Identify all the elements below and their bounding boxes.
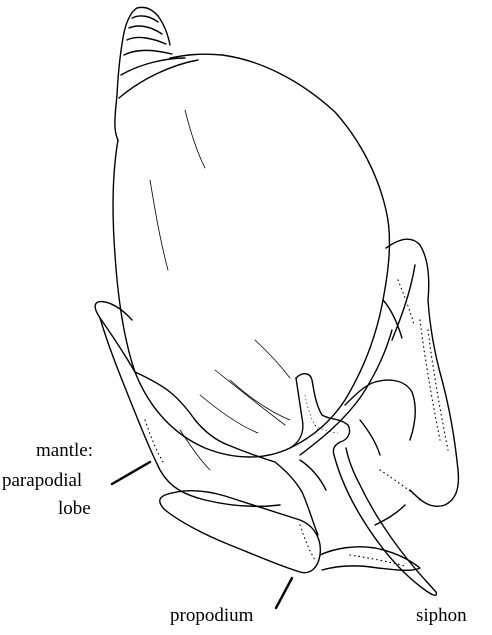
label-propodium: propodium xyxy=(170,605,253,626)
shell-body-whorl xyxy=(113,54,392,457)
siphon xyxy=(290,374,436,596)
leader-line-propodium xyxy=(276,578,292,608)
right-parapodial-lobe xyxy=(345,239,458,525)
spire xyxy=(115,7,198,140)
foot-propodium xyxy=(160,460,420,573)
stipple-shading xyxy=(145,280,448,566)
label-mantle: mantle: xyxy=(36,440,93,461)
label-lobe: lobe xyxy=(58,498,91,519)
label-parapodial: parapodial xyxy=(2,470,82,491)
left-parapodial-lobe xyxy=(95,302,280,507)
leader-line-mantle xyxy=(112,462,150,484)
label-siphon: siphon xyxy=(416,605,467,626)
